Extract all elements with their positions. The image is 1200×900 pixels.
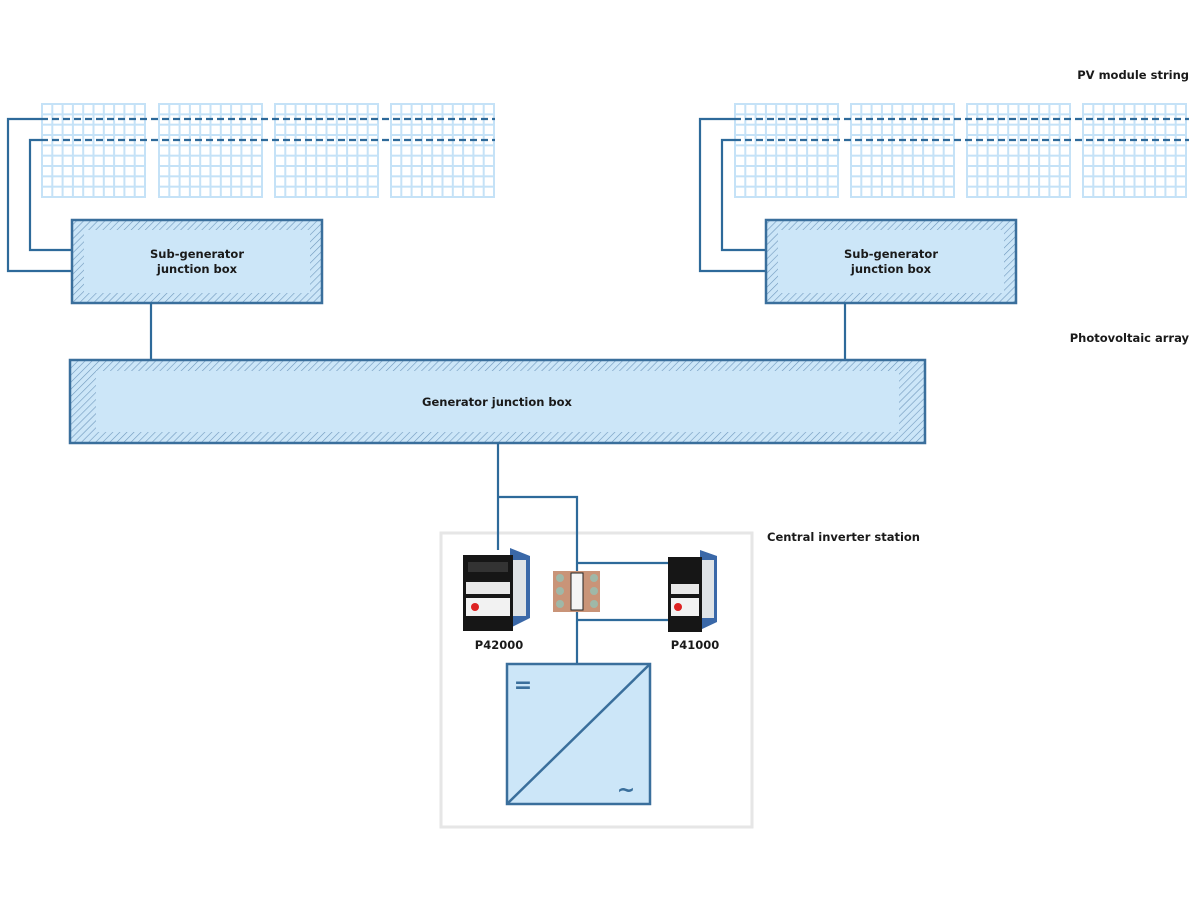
svg-text:Sub-generator: Sub-generator xyxy=(150,247,244,261)
pv-module xyxy=(1082,103,1187,198)
string-wiring-right xyxy=(698,117,1189,273)
string-wiring-left xyxy=(6,117,495,273)
pv-module xyxy=(41,103,146,198)
sub-generator-junction-box-left: Sub-generator junction box xyxy=(70,218,324,305)
svg-text:Sub-generator: Sub-generator xyxy=(844,247,938,261)
pv-module-strings xyxy=(41,103,1187,198)
pv-module xyxy=(390,103,495,198)
svg-text:junction box: junction box xyxy=(156,262,238,276)
central-inverter-station-label: Central inverter station xyxy=(767,530,920,544)
pv-module xyxy=(158,103,263,198)
generator-junction-box: Generator junction box xyxy=(68,358,927,445)
p41000-label: P41000 xyxy=(671,638,719,652)
svg-text:junction box: junction box xyxy=(850,262,932,276)
p41000-device: P41000 xyxy=(668,550,719,652)
sub-generator-junction-box-right: Sub-generator junction box xyxy=(764,218,1018,305)
central-inverter-station-frame xyxy=(439,531,754,829)
p42000-label: P42000 xyxy=(475,638,523,652)
svg-text:Generator junction box: Generator junction box xyxy=(422,395,573,409)
p42000-device: P42000 xyxy=(463,548,530,652)
photovoltaic-array-label: Photovoltaic array xyxy=(1070,331,1190,345)
ac-symbol: ~ xyxy=(617,778,635,803)
pv-module xyxy=(966,103,1071,198)
station-wiring xyxy=(496,443,672,664)
inverter: = ~ xyxy=(505,662,652,806)
pv-module xyxy=(850,103,955,198)
pv-module-string-label: PV module string xyxy=(1077,68,1189,82)
pv-module xyxy=(734,103,839,198)
pv-module xyxy=(274,103,379,198)
terminal-block xyxy=(553,571,600,612)
dc-symbol: = xyxy=(514,673,532,698)
